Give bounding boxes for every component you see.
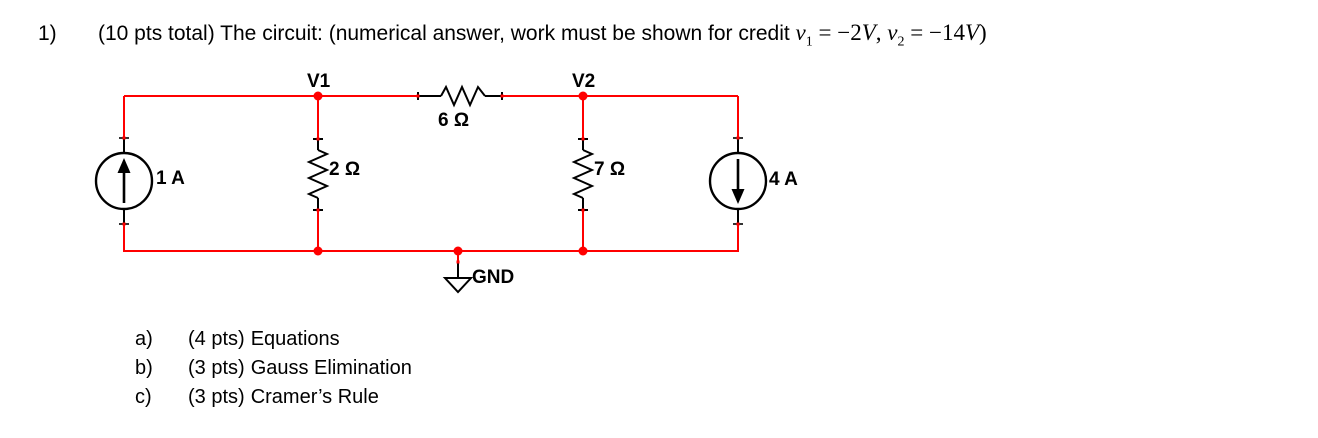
node-dot-v1-top <box>313 91 323 101</box>
math-var-v2: v <box>887 20 898 45</box>
wire-nub <box>736 222 740 226</box>
node-dot-gnd <box>453 246 463 256</box>
ground-triangle <box>442 277 474 294</box>
part-row-a: a) (4 pts)Equations <box>135 325 412 354</box>
part-c-text: Cramer’s Rule <box>250 386 379 408</box>
wire-nub <box>581 137 585 141</box>
math-close-paren: ) <box>979 20 987 45</box>
math-unit-2: V <box>964 20 980 45</box>
part-a-points: (4 pts) <box>188 328 245 350</box>
math-eq-1: = −2 <box>812 20 862 45</box>
part-b-label: b) <box>135 357 153 379</box>
resistor-6ohm-zigzag <box>440 84 486 108</box>
resistor-2ohm-label: 2 Ω <box>329 159 361 180</box>
resistor-2ohm-zigzag <box>306 149 330 199</box>
part-row-c: c) (3 pts)Cramer’s Rule <box>135 383 412 412</box>
subparts-list: a) (4 pts)Equations b) (3 pts)Gauss Elimin… <box>135 325 412 412</box>
wire-nub <box>316 208 320 212</box>
part-a-text: Equations <box>250 328 340 350</box>
math-sub-2: 2 <box>897 34 905 50</box>
wire-nub <box>122 222 126 226</box>
problem-title: 1) (10 pts total) The circuit: (numerical… <box>38 20 987 56</box>
wire-nub <box>581 208 585 212</box>
resistor-6ohm <box>417 84 503 108</box>
wire-nub <box>736 136 740 140</box>
wire-nub <box>316 137 320 141</box>
wire-nub <box>122 136 126 140</box>
math-sub-1: 1 <box>805 34 813 50</box>
part-b-points: (3 pts) <box>188 357 245 379</box>
ground-label: GND <box>472 267 515 288</box>
math-sep: , <box>875 20 888 45</box>
resistor-7ohm-zigzag <box>571 149 595 199</box>
math-unit-1: V <box>861 20 876 45</box>
node-dot-v2-bottom <box>578 246 588 256</box>
source-1a-arrowhead-up <box>117 158 131 173</box>
wire-nub <box>500 94 504 98</box>
node-label-v2: V2 <box>572 71 596 92</box>
current-source-4a <box>708 137 768 225</box>
part-row-b: b) (3 pts)Gauss Elimination <box>135 354 412 383</box>
math-eq-2: = −14 <box>904 20 965 45</box>
problem-prompt: (10 pts total) The circuit: (numerical a… <box>98 22 796 45</box>
problem-number: 1) <box>38 22 57 45</box>
resistor-7ohm-label: 7 Ω <box>594 159 626 180</box>
resistor-7ohm <box>571 138 595 211</box>
source-4a-label: 4 A <box>769 169 798 190</box>
wire-nub <box>416 94 420 98</box>
part-c-label: c) <box>135 386 152 408</box>
current-source-1a <box>94 137 154 225</box>
node-dots <box>122 91 740 264</box>
math-var-v1: v <box>795 20 806 45</box>
resistor-2ohm <box>306 138 330 211</box>
node-dot-v1-bottom <box>313 246 323 256</box>
source-1a-label: 1 A <box>156 168 185 189</box>
part-a-label: a) <box>135 328 153 350</box>
part-c-points: (3 pts) <box>188 386 245 408</box>
ground-symbol <box>442 263 474 294</box>
node-dot-v2-top <box>578 91 588 101</box>
resistor-6ohm-label: 6 Ω <box>438 110 470 131</box>
given-answers-math: v1 = −2V, v2 = −14V) <box>795 20 987 50</box>
wire-nub <box>456 260 460 264</box>
node-label-v1: V1 <box>307 71 331 92</box>
part-b-text: Gauss Elimination <box>250 357 412 379</box>
red-wires <box>123 95 739 263</box>
source-4a-arrowhead-down <box>731 189 745 204</box>
